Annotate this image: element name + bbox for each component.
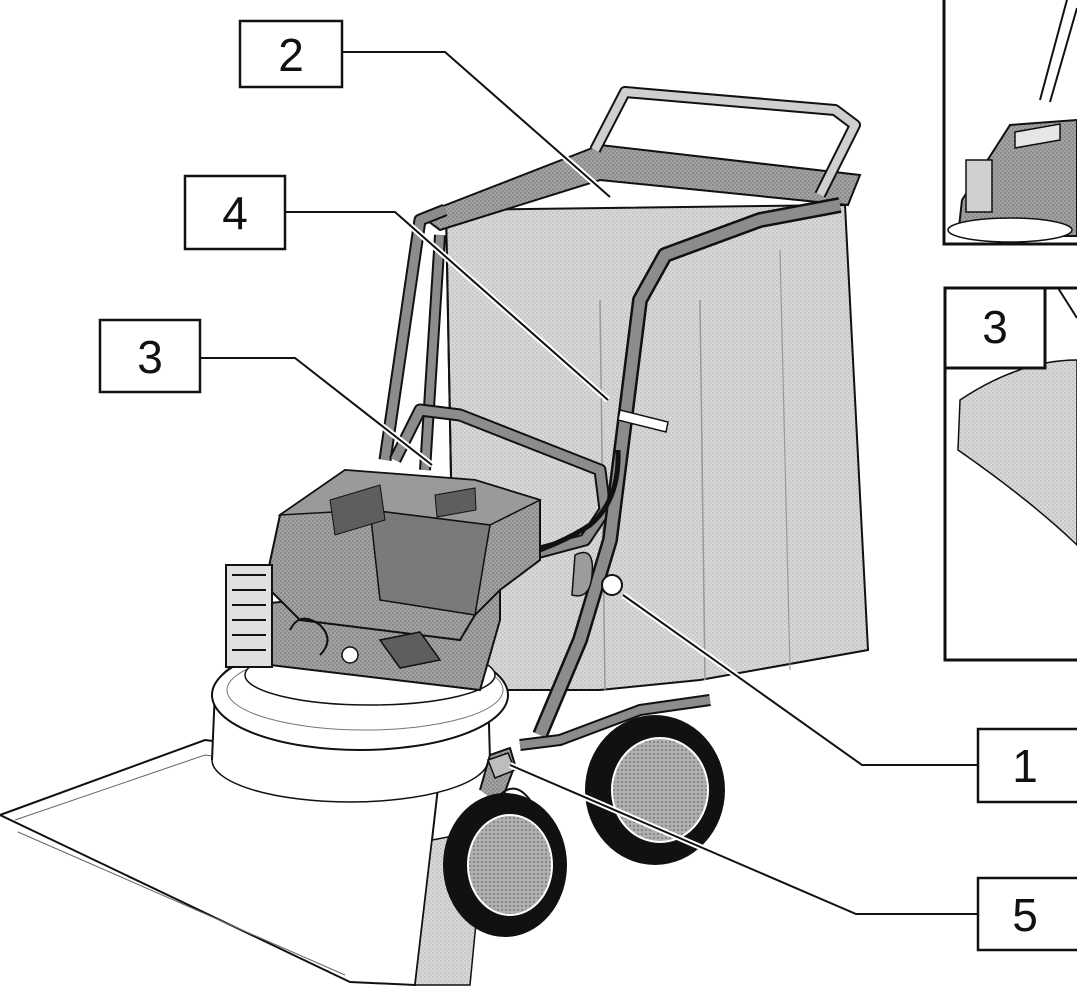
- height-adjust-lever: [479, 746, 531, 806]
- callout-4: 4: [183, 174, 287, 251]
- inset-top: [942, 0, 1077, 246]
- front-wheel: [443, 793, 567, 937]
- collection-bag: [417, 143, 870, 691]
- inset-bottom: 3: [943, 286, 1077, 662]
- push-handle: [389, 197, 842, 751]
- rear-wheel: [585, 715, 725, 865]
- leader-lines: [200, 49, 978, 917]
- callout-3: 3: [98, 318, 202, 394]
- inset-label-3: 3: [982, 301, 1008, 353]
- callout-label-5: 5: [1012, 889, 1038, 941]
- engine: [225, 468, 543, 692]
- rear-handle: [589, 86, 861, 198]
- callout-label-2: 2: [278, 29, 304, 81]
- frame-rails: [378, 203, 448, 471]
- inset-label-box: [943, 286, 1047, 370]
- callout-1: 1: [976, 727, 1077, 804]
- callout-2: 2: [238, 19, 344, 89]
- callout-label-3: 3: [137, 331, 163, 383]
- callout-label-4: 4: [222, 187, 248, 239]
- callout-label-1: 1: [1012, 740, 1038, 792]
- callout-5: 5: [976, 876, 1077, 952]
